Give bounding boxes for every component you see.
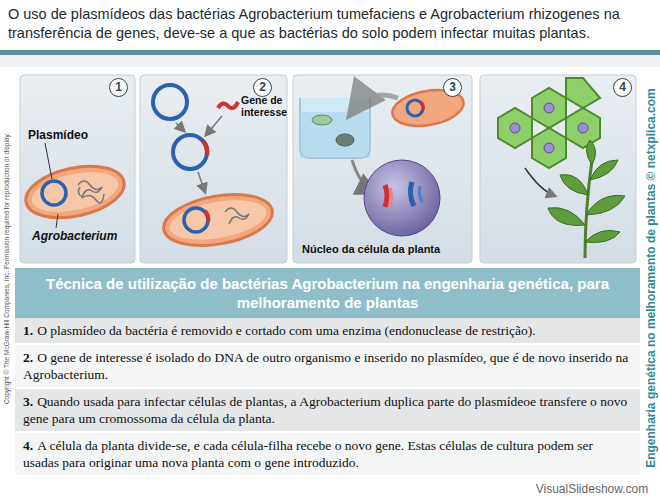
step-number: 2.: [23, 350, 33, 365]
step-row: 2.O gene de interesse é isolado do DNA d…: [15, 345, 640, 389]
callout-circle: 3: [443, 78, 462, 97]
part-label: Plasmídeo: [28, 128, 88, 142]
callout-number: 3: [449, 80, 456, 94]
watermark: Engenharia genética no melhoramento de p…: [644, 88, 658, 468]
callout-circle: 4: [613, 78, 632, 97]
row-text: A célula da planta divide-se, e cada cél…: [23, 438, 593, 470]
part-label: Núcleo da célula da planta: [302, 243, 440, 255]
step-number: 1.: [23, 323, 33, 338]
slide-title: O uso de plasmídeos das bactérias Agroba…: [8, 5, 648, 43]
step-row: 3.Quando usada para infectar células de …: [15, 389, 640, 433]
copyright-note: Copyright © The McGraw-Hill Companies, I…: [4, 132, 11, 403]
part-label: Agrobacterium: [32, 229, 117, 243]
step-row: 1. O plasmídeo da bactéria é removido e c…: [15, 318, 640, 345]
part-label: Gene de interesse: [241, 94, 285, 118]
row-text: O gene de interesse é isolado do DNA de …: [23, 350, 628, 382]
row-text: Quando usada para infectar células de pl…: [23, 394, 627, 426]
callout-number: 1: [115, 80, 122, 94]
row-text: O plasmídeo da bactéria é removido e cor…: [37, 323, 536, 338]
row-text: Técnica de utilização de bactérias Agrob…: [46, 275, 609, 311]
callout-number: 4: [619, 80, 626, 94]
callout-number: 2: [259, 80, 266, 94]
watermark: VisualSlideshow.com: [536, 482, 649, 496]
table-header: Técnica de utilização de bactérias Agrob…: [15, 268, 640, 318]
step-row: 4.A célula da planta divide-se, e cada c…: [15, 433, 640, 477]
step-number: 3.: [23, 394, 33, 409]
step-number: 4.: [23, 438, 33, 453]
callout-circle: 1: [109, 78, 128, 97]
